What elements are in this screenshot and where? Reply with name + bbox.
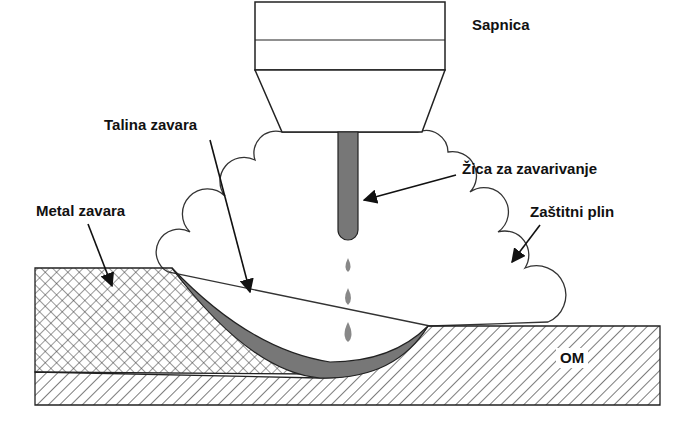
- part-label: Žica za zavarivanje: [462, 160, 597, 178]
- part-label: OM: [556, 348, 588, 368]
- part-label: Talina zavara: [104, 116, 197, 134]
- droplet: [346, 258, 351, 272]
- part-label: Metal zavara: [36, 202, 125, 220]
- gas-cloud: [156, 130, 566, 326]
- part-label: Sapnica: [472, 16, 530, 34]
- nozzle-body: [255, 2, 445, 70]
- weld-pool: [172, 268, 428, 378]
- part-label: Zaštitni plin: [530, 203, 614, 221]
- welding-wire: [338, 132, 358, 240]
- droplet: [345, 322, 352, 342]
- droplet: [345, 288, 351, 305]
- nozzle-tip: [255, 70, 445, 132]
